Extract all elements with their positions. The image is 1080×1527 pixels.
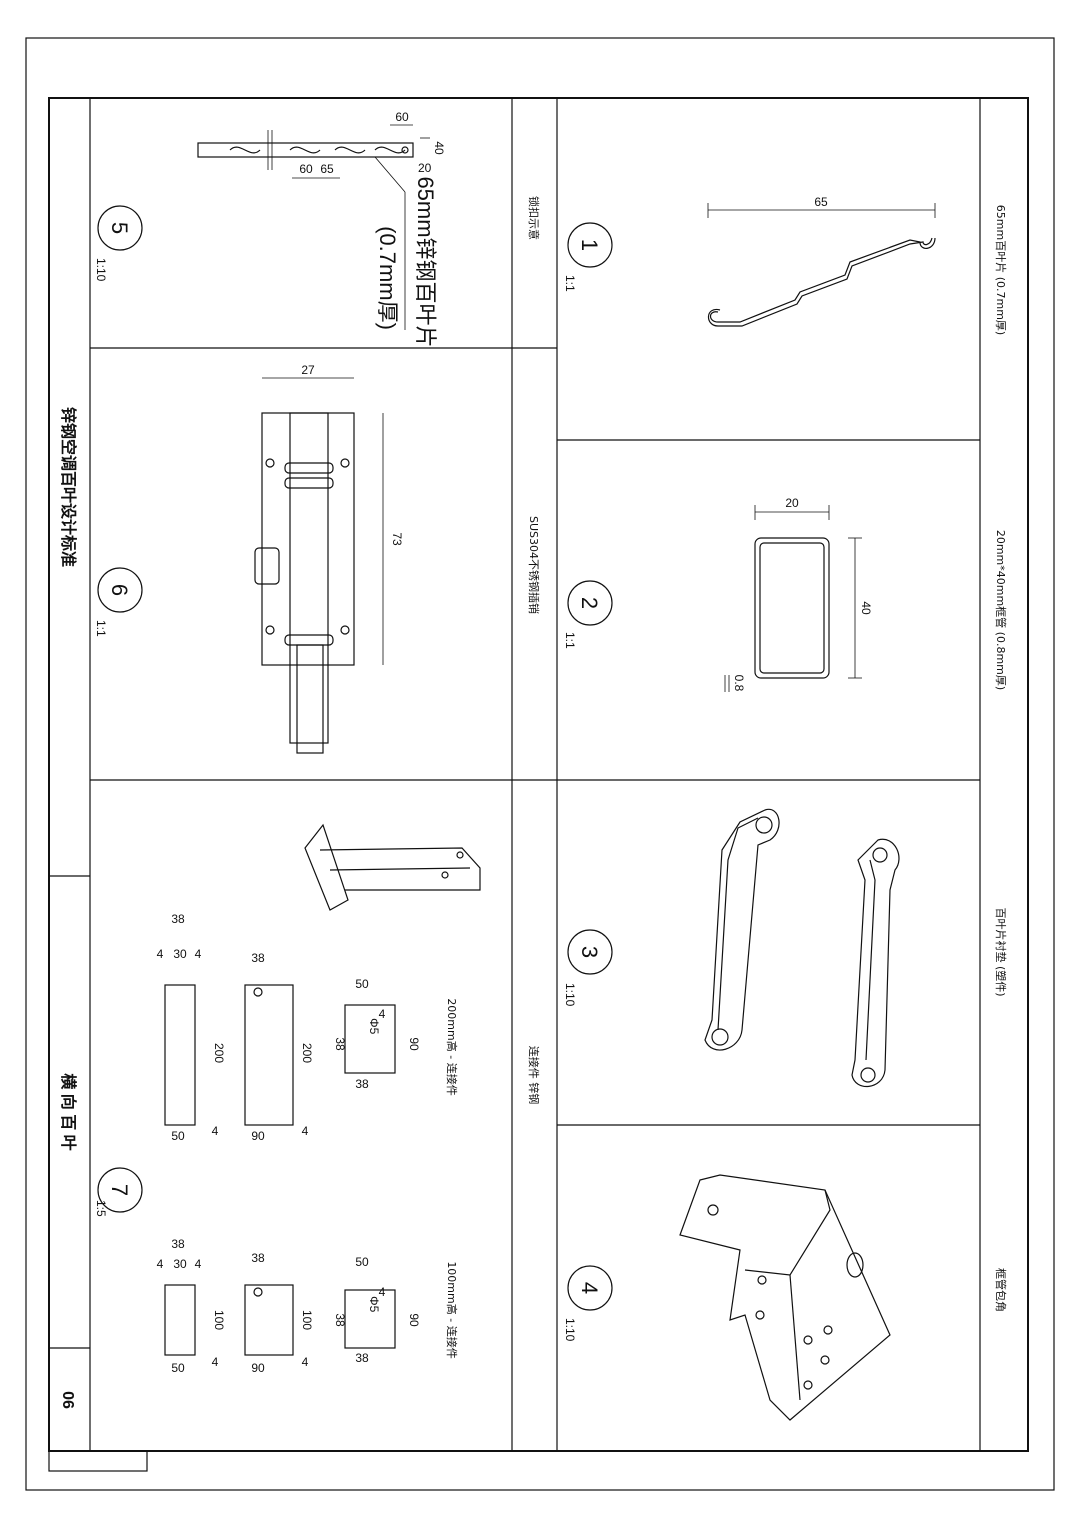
svg-text:4: 4 xyxy=(379,1007,386,1021)
svg-text:100: 100 xyxy=(300,1310,314,1330)
svg-text:2: 2 xyxy=(577,597,602,609)
detail-3-plastic-pads xyxy=(704,808,900,1088)
marker-7: 7 1:5 xyxy=(94,1167,143,1217)
marker-6: 6 1:1 xyxy=(94,567,143,637)
dim-20-side: 20 xyxy=(418,161,432,175)
detail-1-louver-blade: 65 xyxy=(707,195,936,327)
svg-text:6: 6 xyxy=(107,584,132,596)
caption-4: 框管包角 xyxy=(994,1268,1008,1312)
svg-text:90: 90 xyxy=(407,1037,421,1051)
svg-text:4: 4 xyxy=(302,1355,309,1369)
svg-text:38: 38 xyxy=(355,1077,369,1091)
caption-1: 65mm百叶片 (0.7mm厚) xyxy=(994,205,1007,335)
svg-text:4: 4 xyxy=(302,1124,309,1138)
svg-text:38: 38 xyxy=(251,951,265,965)
stamp-box xyxy=(48,1450,148,1472)
label-100: 100mm高 - 连接件 xyxy=(445,1261,459,1358)
svg-text:4: 4 xyxy=(157,1257,164,1271)
svg-text:200: 200 xyxy=(212,1043,226,1063)
svg-text:50: 50 xyxy=(355,1255,369,1269)
svg-text:Φ5: Φ5 xyxy=(367,1018,381,1035)
label-200: 200mm高 - 连接件 xyxy=(445,998,459,1095)
marker-2: 2 1:1 xyxy=(563,580,613,649)
dim-40-side: 40 xyxy=(432,141,446,155)
detail-5-clip: 60 40 20 60 65 65mm锌钢百叶片 (0.7mm厚) xyxy=(197,110,446,348)
detail-7-connector-3d xyxy=(304,823,481,911)
dim-60-top: 60 xyxy=(395,110,409,124)
svg-text:1:10: 1:10 xyxy=(563,983,577,1007)
svg-text:30: 30 xyxy=(173,947,187,961)
caption-3: 百叶片衬垫 (塑件) xyxy=(994,907,1008,996)
caption-2: 20mm*40mm框管 (0.8mm厚) xyxy=(994,530,1008,690)
dim-0.8: 0.8 xyxy=(732,675,746,692)
dim-40: 40 xyxy=(859,601,873,615)
detail-4-corner-bracket xyxy=(679,1174,891,1421)
svg-text:4: 4 xyxy=(577,1282,602,1294)
detail-6-latch: 27 73 xyxy=(254,363,404,754)
dim-65: 65 xyxy=(814,195,828,209)
sheet-subtitle: 横 向 百 叶 xyxy=(59,1073,78,1150)
svg-text:38: 38 xyxy=(333,1037,347,1051)
svg-text:50: 50 xyxy=(355,977,369,991)
marker-1: 1 1:1 xyxy=(563,222,613,292)
dim-73: 73 xyxy=(390,532,404,546)
caption-6: SUS304不锈钢插销 xyxy=(527,516,541,614)
svg-text:90: 90 xyxy=(251,1361,265,1375)
marker-3: 3 1:10 xyxy=(563,929,613,1007)
svg-text:90: 90 xyxy=(407,1313,421,1327)
caption-7: 连接件 锌钢 xyxy=(527,1046,541,1105)
marker-4: 4 1:10 xyxy=(563,1265,613,1342)
outer-border xyxy=(25,37,1055,1491)
svg-text:4: 4 xyxy=(195,1257,202,1271)
marker-5: 5 1:10 xyxy=(94,205,143,282)
note-blade: 65mm锌钢百叶片 xyxy=(413,176,438,347)
svg-text:38: 38 xyxy=(251,1251,265,1265)
svg-text:4: 4 xyxy=(212,1124,219,1138)
svg-text:3: 3 xyxy=(577,946,602,958)
svg-text:50: 50 xyxy=(171,1129,185,1143)
svg-text:4: 4 xyxy=(379,1285,386,1299)
svg-text:5: 5 xyxy=(107,222,132,234)
svg-text:38: 38 xyxy=(355,1351,369,1365)
detail-2-tube-section: 20 40 0.8 xyxy=(724,496,873,692)
svg-text:100: 100 xyxy=(212,1310,226,1330)
svg-text:7: 7 xyxy=(107,1184,132,1196)
inner-border xyxy=(48,97,1029,1452)
svg-text:4: 4 xyxy=(212,1355,219,1369)
svg-text:1:10: 1:10 xyxy=(563,1318,577,1342)
dim-27: 27 xyxy=(301,363,315,377)
svg-text:4: 4 xyxy=(157,947,164,961)
svg-text:Φ5: Φ5 xyxy=(367,1296,381,1313)
svg-text:90: 90 xyxy=(251,1129,265,1143)
caption-5: 锁扣示意 xyxy=(527,196,541,240)
detail-7-connector-100: 38 4 30 4 100 50 4 38 100 90 4 50 4 38 9… xyxy=(157,1237,459,1375)
dim-60-bottom: 60 xyxy=(299,162,313,176)
svg-text:1:1: 1:1 xyxy=(94,620,108,637)
svg-text:38: 38 xyxy=(333,1313,347,1327)
sheet-title: 锌钢空调百叶设计标准 xyxy=(59,407,78,567)
svg-text:1: 1 xyxy=(577,239,602,251)
svg-text:50: 50 xyxy=(171,1361,185,1375)
dim-20: 20 xyxy=(785,496,799,510)
svg-text:1:1: 1:1 xyxy=(563,275,577,292)
svg-text:1:10: 1:10 xyxy=(94,258,108,282)
page-number: 06 xyxy=(59,1391,76,1409)
note-thickness: (0.7mm厚) xyxy=(375,226,400,330)
svg-text:38: 38 xyxy=(171,1237,185,1251)
dim-65-bottom: 65 xyxy=(320,162,334,176)
detail-7-connector-200: 38 4 30 4 200 50 4 38 200 90 4 50 4 38 9… xyxy=(157,912,459,1143)
svg-text:1:5: 1:5 xyxy=(94,1200,108,1217)
svg-text:1:1: 1:1 xyxy=(563,632,577,649)
svg-text:38: 38 xyxy=(171,912,185,926)
svg-text:30: 30 xyxy=(173,1257,187,1271)
svg-text:200: 200 xyxy=(300,1043,314,1063)
svg-text:4: 4 xyxy=(195,947,202,961)
